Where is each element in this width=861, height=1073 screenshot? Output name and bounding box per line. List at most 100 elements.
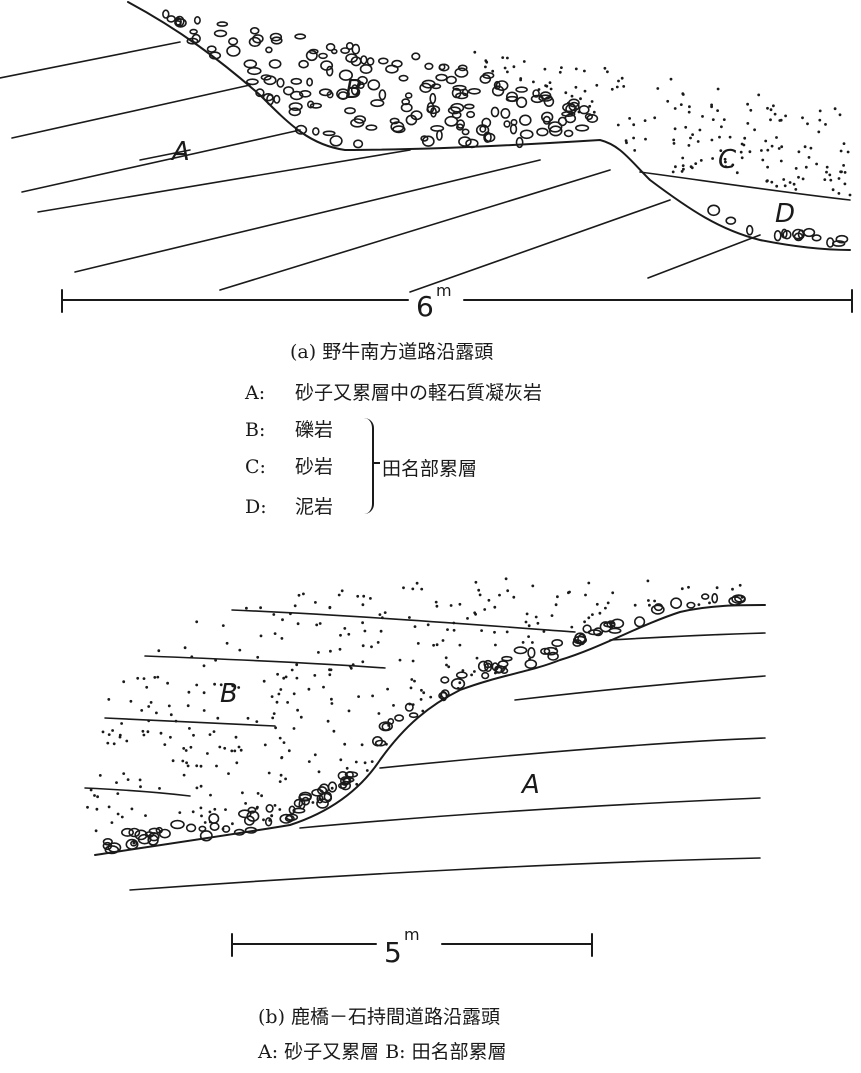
pebble [500,108,511,119]
sand-dot [522,60,526,63]
sand-dot [386,687,389,691]
sand-dot [673,127,677,131]
pebble [454,67,469,78]
sand-dot [156,675,160,679]
sand-dot [622,85,626,88]
sand-dot [295,676,299,680]
sand-dot [477,588,481,592]
pebble [542,115,551,125]
sand-dot [199,764,203,768]
pebble [802,227,816,238]
sand-dot [588,104,592,108]
pebble [782,229,792,240]
pebble [811,234,822,242]
sand-dot [377,712,381,715]
pebble [633,616,646,628]
pebble [322,130,336,137]
sand-dot [784,114,787,118]
sand-dot [272,712,276,715]
sand-dot [556,595,559,599]
sand-dot [688,105,691,109]
pebble [599,621,612,633]
sand-dot [749,108,753,112]
sand-dot [694,162,698,166]
pebble [538,94,553,102]
pebble [208,51,222,60]
sand-dot [620,76,624,80]
pebble [405,114,418,126]
sand-dot [163,743,167,746]
sand-dot [687,110,691,114]
sand-dot [435,604,439,608]
sand-dot [587,581,591,585]
pebble [547,121,563,133]
sand-dot [139,785,142,789]
pebble [435,129,443,141]
sand-dot [289,612,292,616]
sand-dot [221,827,225,831]
pebble [481,117,492,128]
sand-dot [461,669,465,672]
pebble [527,646,536,659]
pebble [503,120,511,128]
sand-dot [189,745,193,749]
sand-dot [498,593,501,597]
pebble [299,90,312,98]
pebble [279,813,294,824]
pebble [336,88,350,100]
sand-dot [282,676,286,680]
pebble [248,36,262,48]
sand-dot [689,165,693,169]
sand-dot [806,122,809,126]
pebble [543,646,559,656]
pebble [745,224,754,236]
sand-dot [506,70,509,74]
legend-a-row-2: B:礫岩 [245,419,334,441]
sand-dot [318,622,322,625]
sand-dot [512,595,516,599]
pebble [344,107,356,115]
pebble [295,124,308,135]
pebble [370,99,385,108]
sand-dot [617,79,620,83]
pebble [557,116,568,127]
sand-dot [549,87,553,91]
pebble [378,89,387,101]
sand-dot [202,664,206,668]
sand-dot [245,606,248,610]
sand-dot [326,719,330,723]
sand-dot [284,675,288,679]
pebble [725,216,737,225]
sand-dot [215,764,218,768]
sand-dot [116,812,120,816]
sand-dot [111,729,114,732]
pebble [477,660,489,672]
pebble [189,28,198,35]
sand-dot [797,175,800,179]
sand-dot [146,730,150,734]
sand-dot [271,716,275,720]
scale-unit-a: m [436,281,452,300]
pebble [329,135,343,147]
sand-dot [531,641,534,644]
sand-dot [219,683,223,687]
sand-dot [199,784,203,788]
pebble [457,64,468,72]
sand-dot [278,808,282,811]
sand-dot [339,758,343,762]
sand-dot [628,117,631,120]
sand-dot [606,70,609,74]
pebble [345,41,354,50]
pebble [408,712,419,719]
sand-dot [839,149,843,153]
pebble [400,102,413,113]
sand-dot [842,164,845,167]
sand-dot [740,595,744,599]
pebble [326,65,334,77]
sand-dot [527,624,531,628]
sand-dot [632,136,635,140]
sand-dot [237,745,241,749]
sand-dot [101,730,105,734]
pebble [350,118,365,128]
sand-dot [273,632,277,635]
